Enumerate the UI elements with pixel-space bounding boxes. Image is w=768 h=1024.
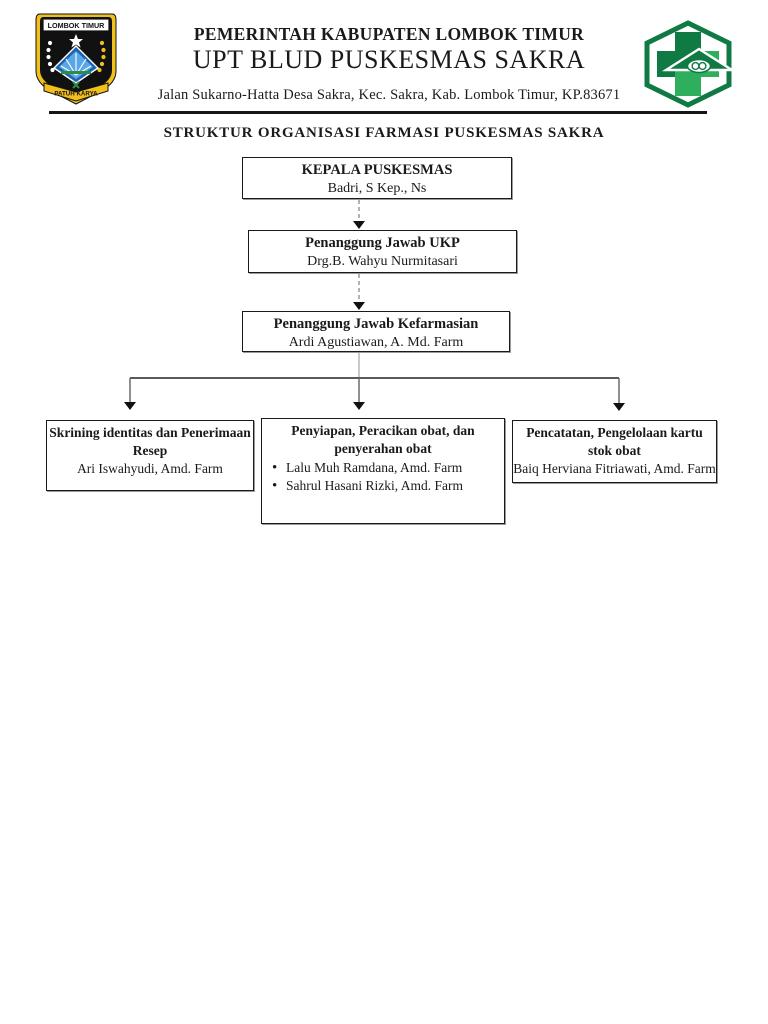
org-node-penanggung-jawab-ukp: Penanggung Jawab UKP Drg.B. Wahyu Nurmit… (248, 230, 517, 273)
node-person: Baiq Herviana Fitriawati, Amd. Farm (513, 460, 716, 476)
address-line: Jalan Sukarno-Hatta Desa Sakra, Kec. Sak… (157, 87, 621, 104)
org-node-kepala-puskesmas: KEPALA PUSKESMAS Badri, S Kep., Ns (242, 157, 512, 199)
member-item: Sahrul Hasani Rizki, Amd. Farm (270, 476, 504, 496)
node-person: Badri, S Kep., Ns (327, 181, 427, 197)
organization-name: UPT BLUD PUSKESMAS SAKRA (192, 45, 586, 75)
node-title: Skrining identitas dan Penerimaan Resep (49, 425, 251, 458)
government-name: PEMERINTAH KABUPATEN LOMBOK TIMUR (193, 24, 585, 44)
member-item: Lalu Muh Ramdana, Amd. Farm (270, 458, 504, 478)
arrow-down-icon (353, 402, 365, 410)
node-person: Ari Iswahyudi, Amd. Farm (77, 460, 223, 476)
puskesmas-logo-icon (644, 20, 734, 108)
arrow-down-icon (353, 302, 365, 310)
arrow-down-icon (124, 402, 136, 410)
member-list: Lalu Muh Ramdana, Amd. Farm Sahrul Hasan… (262, 458, 504, 497)
header-divider (49, 111, 707, 114)
letterhead: PEMERINTAH KABUPATEN LOMBOK TIMUR UPT BL… (104, 24, 674, 104)
org-node-penanggung-jawab-kefarmasian: Penanggung Jawab Kefarmasian Ardi Agusti… (242, 311, 510, 352)
node-title: Penanggung Jawab Kefarmasian (273, 316, 479, 332)
page-title: STRUKTUR ORGANISASI FARMASI PUSKESMAS SA… (163, 125, 605, 141)
arrow-down-icon (353, 221, 365, 229)
node-title: KEPALA PUSKESMAS (301, 162, 453, 178)
node-title: Penanggung Jawab UKP (305, 235, 460, 251)
crest-ribbon-text: PATUH KARYA (54, 91, 98, 98)
node-person: Ardi Agustiawan, A. Md. Farm (288, 335, 464, 351)
arrow-down-icon (613, 403, 625, 411)
org-node-penyiapan-obat: Penyiapan, Peracikan obat, dan penyeraha… (261, 418, 505, 524)
lombok-timur-crest-icon: LOMBOK TIMUR PATUH KARYA (35, 13, 117, 105)
crest-banner-text: LOMBOK TIMUR (48, 21, 106, 30)
node-title: Pencatatan, Pengelolaan kartu stok obat (526, 425, 703, 458)
org-node-pencatatan-stok: Pencatatan, Pengelolaan kartu stok obat … (512, 420, 717, 483)
node-title: Penyiapan, Peracikan obat, dan penyeraha… (291, 423, 475, 456)
org-node-skrining-resep: Skrining identitas dan Penerimaan Resep … (46, 420, 254, 491)
node-person: Drg.B. Wahyu Nurmitasari (307, 254, 458, 270)
